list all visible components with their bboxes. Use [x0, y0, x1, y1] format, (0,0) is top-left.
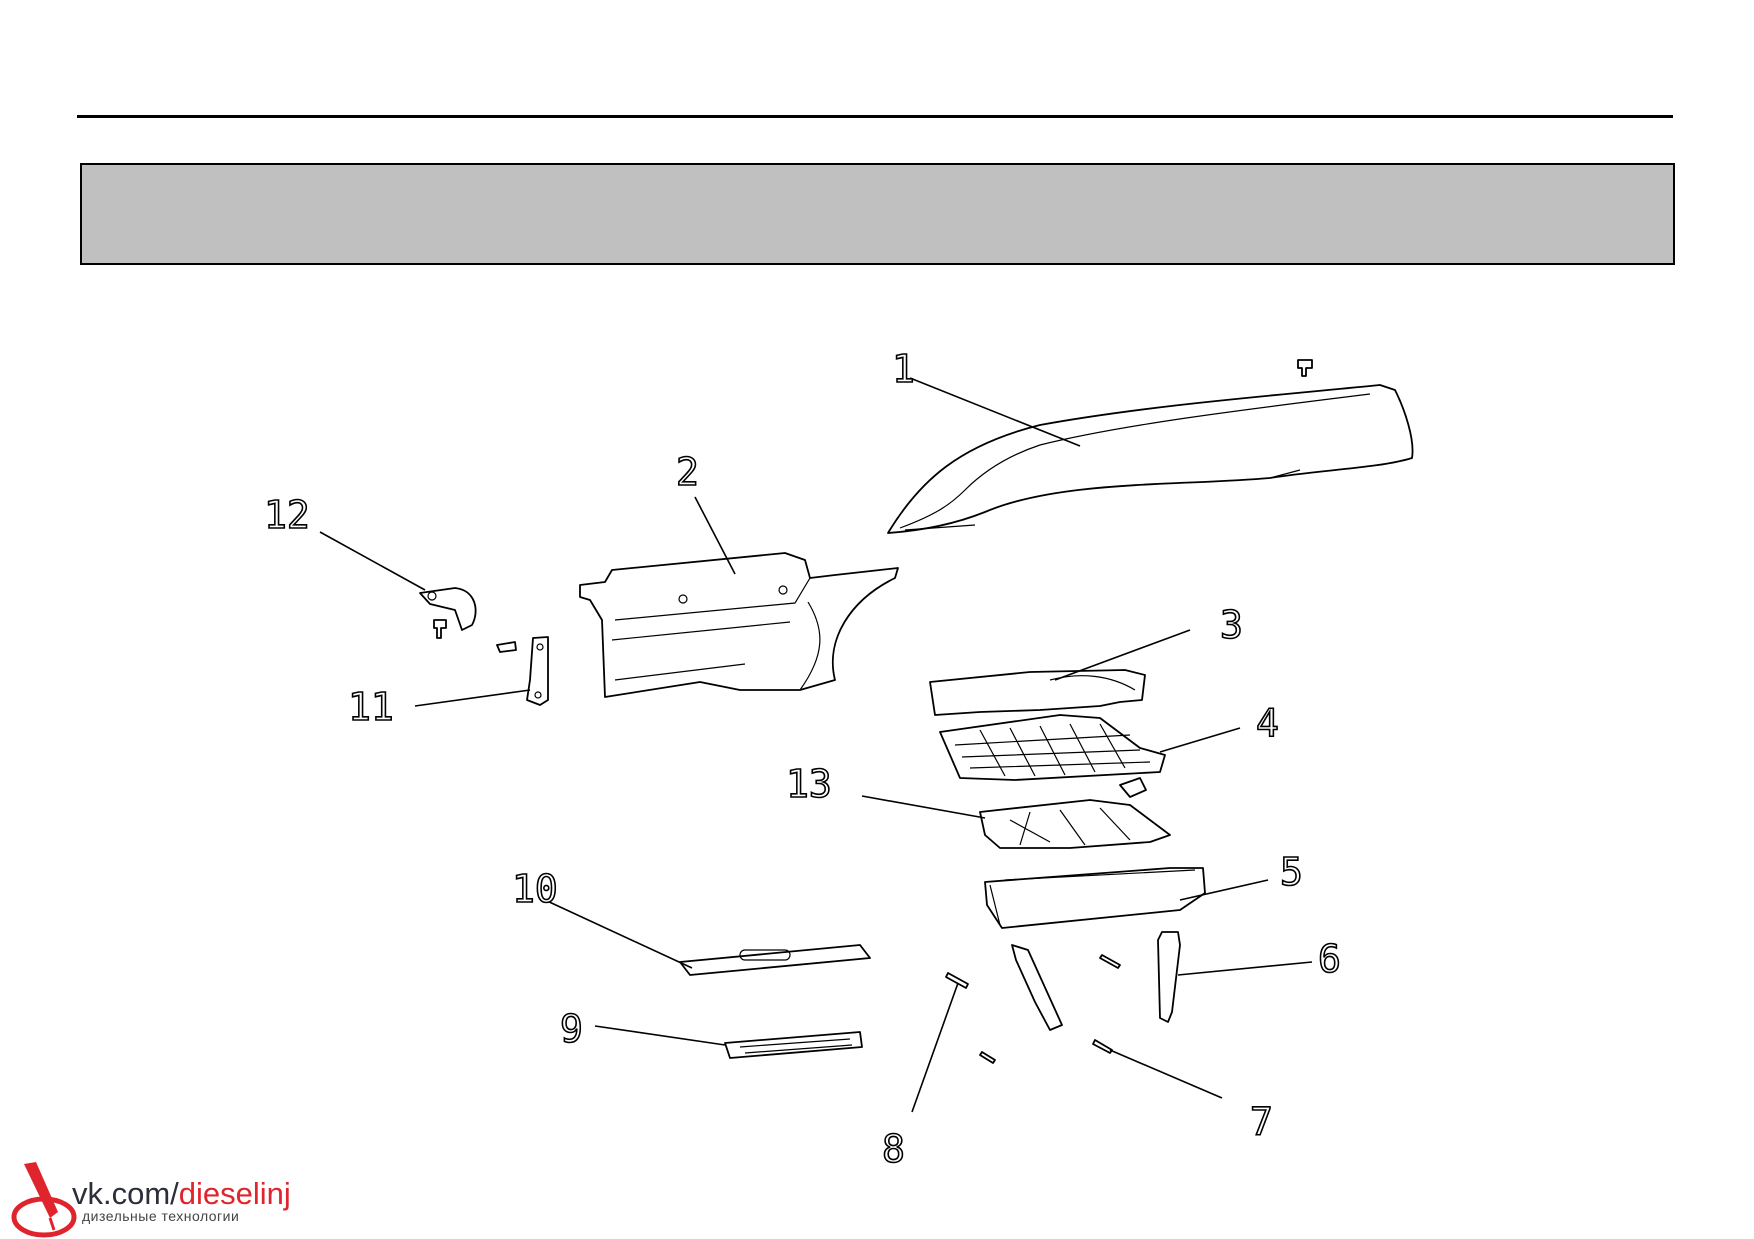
part-6-support-strut [1011, 931, 1181, 1031]
leader-6 [1177, 961, 1313, 976]
callout-2: 2 [676, 450, 699, 494]
header-rule [77, 115, 1673, 118]
callout-12: 12 [264, 493, 310, 537]
callout-1: 1 [892, 347, 915, 391]
watermark-url[interactable]: vk.com/dieselinj [72, 1176, 291, 1212]
leader-11 [414, 689, 531, 707]
leader-3 [1054, 629, 1191, 681]
callout-3: 3 [1220, 603, 1243, 647]
callout-11: 11 [348, 685, 394, 729]
leader-12 [319, 531, 426, 591]
fuel-injector-icon [11, 1162, 77, 1238]
watermark-url-handle: dieselinj [178, 1176, 291, 1211]
part-10-rail [679, 944, 871, 976]
leader-13 [861, 795, 986, 819]
leader-4 [1159, 727, 1241, 753]
part-9-grid-plate [724, 1031, 863, 1059]
leader-1 [909, 377, 1081, 447]
leader-10 [544, 899, 693, 969]
callout-13: 13 [786, 762, 832, 806]
callout-9: 9 [560, 1007, 583, 1051]
bolt-icon [1119, 777, 1147, 798]
callout-4: 4 [1256, 701, 1279, 745]
part-3-cover-plate [929, 669, 1146, 716]
part-13-bracket [979, 799, 1171, 849]
part-8-pin [945, 972, 996, 1064]
callout-10: 10 [512, 867, 558, 911]
leader-5 [1179, 879, 1269, 901]
callout-8: 8 [882, 1127, 905, 1171]
part-4-grid-step [939, 714, 1166, 781]
callout-6: 6 [1318, 937, 1341, 981]
watermark-subtitle: дизельные технологии [82, 1208, 240, 1224]
title-band [80, 163, 1675, 265]
leader-7 [1109, 1049, 1223, 1099]
callout-7: 7 [1250, 1100, 1273, 1144]
part-11-bracket [496, 636, 549, 706]
part-5-step-face [984, 867, 1206, 929]
part-7-pin [1092, 954, 1121, 1054]
part-1-fender-top [887, 384, 1414, 534]
watermark-url-prefix: vk.com/ [72, 1176, 179, 1211]
part-12-angle-bracket [419, 587, 477, 639]
leader-8 [911, 982, 959, 1113]
leader-2 [694, 496, 736, 575]
bolt-icon [1297, 359, 1313, 377]
leader-9 [594, 1025, 726, 1046]
part-2-side-panel [579, 552, 899, 698]
callout-5: 5 [1280, 850, 1303, 894]
